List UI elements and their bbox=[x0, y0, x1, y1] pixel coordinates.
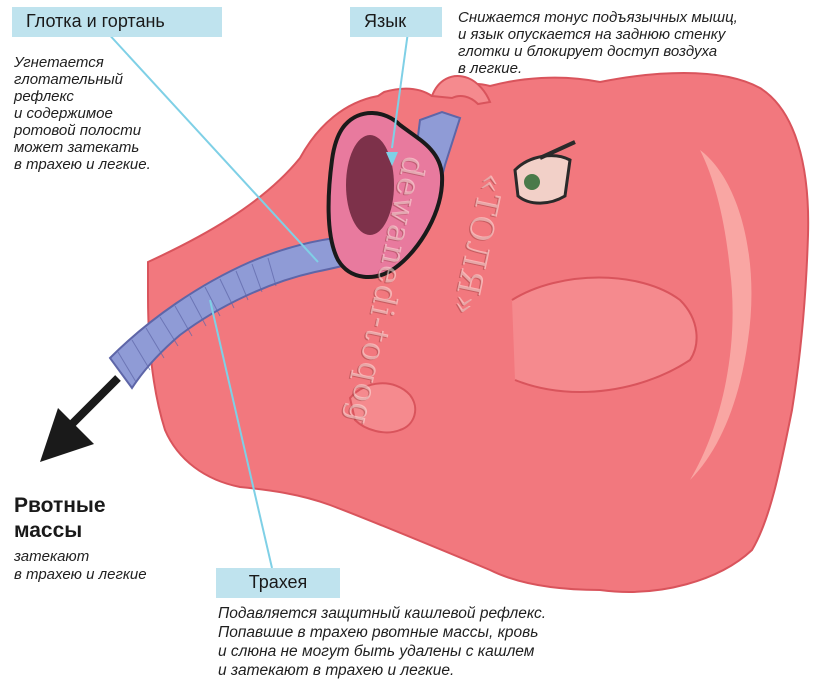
label-tongue: Язык bbox=[350, 7, 442, 37]
watermark-line-1: «ТОЛЯ» bbox=[417, 169, 513, 445]
vomit-subtitle: затекают в трахею и легкие bbox=[14, 548, 214, 584]
label-pharynx: Глотка и гортань bbox=[12, 7, 222, 37]
note-bottom: Подавляется защитный кашлевой рефлекс. П… bbox=[218, 604, 658, 680]
vomit-title: Рвотные массы bbox=[14, 493, 106, 543]
note-left: Угнетается глотательный рефлекс и содерж… bbox=[14, 54, 224, 173]
vomit-arrow bbox=[40, 378, 118, 462]
note-top-right: Снижается тонус подъязычных мышц, и язык… bbox=[458, 9, 833, 77]
watermark-line-2: dewanedi-toqog bbox=[339, 153, 435, 429]
label-trachea: Трахея bbox=[216, 568, 340, 598]
